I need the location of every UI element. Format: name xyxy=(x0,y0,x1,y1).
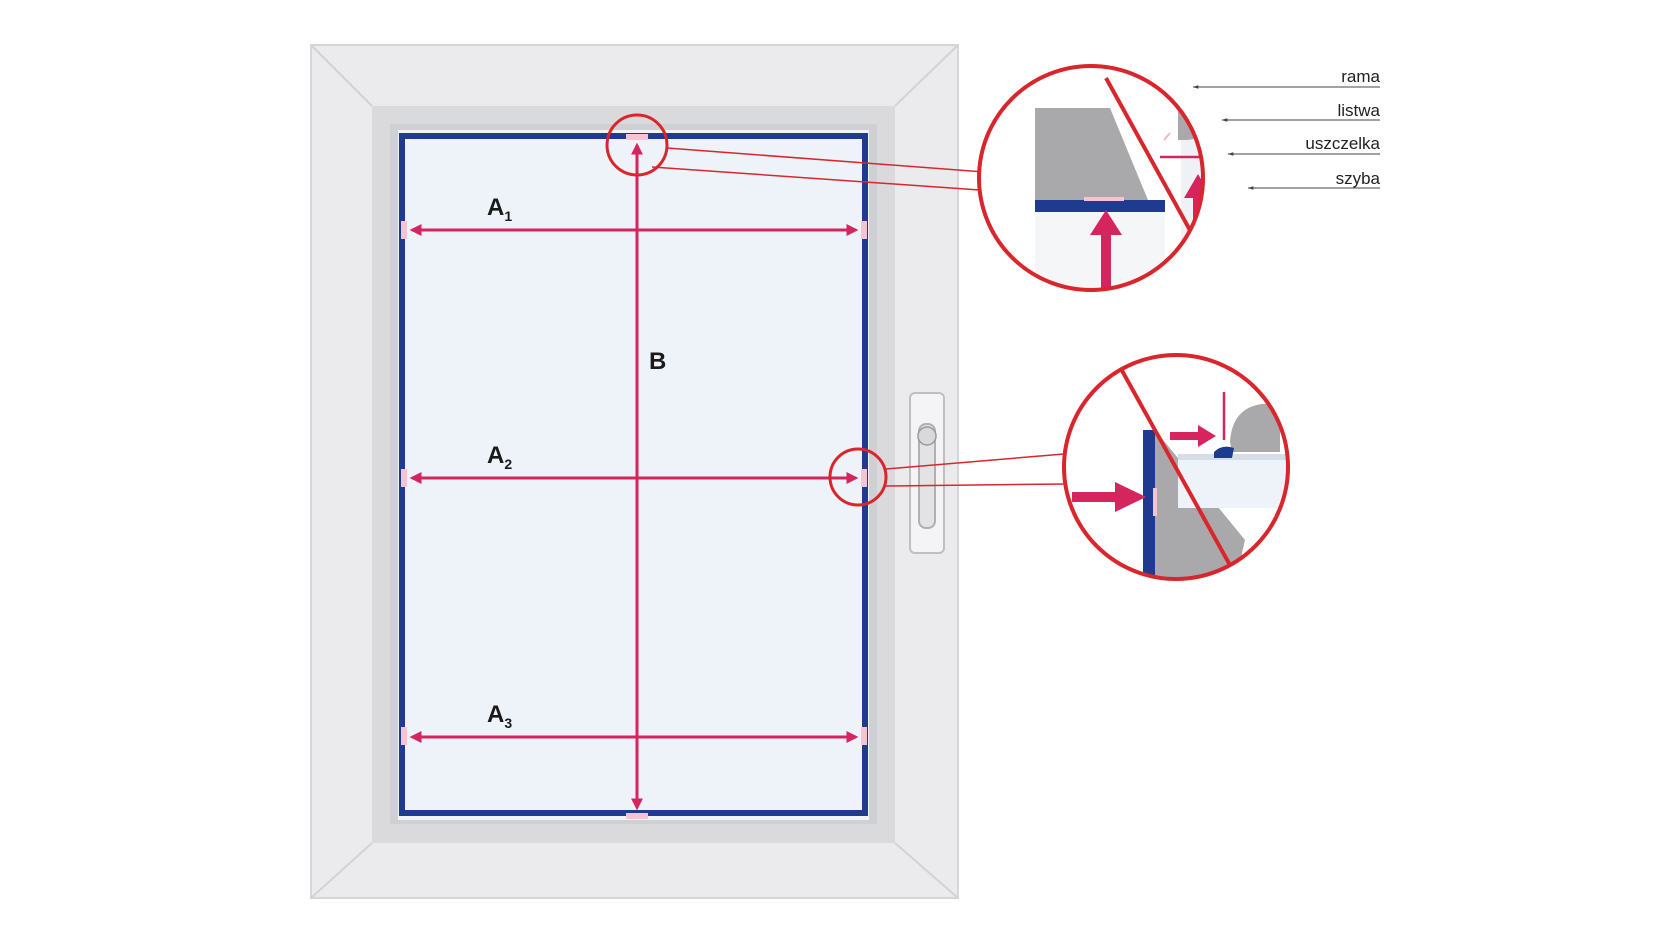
detail-top xyxy=(977,64,1205,292)
frame-bevel xyxy=(310,842,373,899)
parts-legend: rama listwa uszczelka szyba xyxy=(1192,67,1381,190)
legend-rama: rama xyxy=(1341,67,1380,86)
label-a2: A2 xyxy=(487,442,512,472)
measure-point xyxy=(401,727,407,745)
measure-point xyxy=(861,221,867,239)
measure-point xyxy=(861,469,867,487)
measure-point xyxy=(626,134,648,140)
label-a3: A3 xyxy=(487,701,512,731)
leader-line xyxy=(885,483,1065,487)
detail-side xyxy=(1062,353,1290,581)
leader-line xyxy=(885,453,1065,470)
window-handle-icon xyxy=(909,392,945,554)
label-b: B xyxy=(649,348,666,375)
label-a1: A1 xyxy=(487,194,512,224)
leader-line xyxy=(666,147,1038,177)
window xyxy=(310,44,959,899)
frame-bevel xyxy=(894,44,959,107)
legend-listwa: listwa xyxy=(1337,101,1380,120)
legend-uszczelka: uszczelka xyxy=(1305,134,1380,153)
measure-point xyxy=(861,727,867,745)
measure-point xyxy=(401,469,407,487)
frame-bevel xyxy=(310,44,373,107)
measure-point xyxy=(626,813,648,819)
leader-line xyxy=(651,166,1038,195)
measurement-lines xyxy=(401,134,867,819)
highlight-circle-side xyxy=(828,447,888,507)
frame-bevel xyxy=(894,842,959,899)
highlight-circle-top xyxy=(605,113,669,177)
measure-point xyxy=(401,221,407,239)
legend-szyba: szyba xyxy=(1336,169,1381,188)
glass-pane xyxy=(406,140,861,809)
